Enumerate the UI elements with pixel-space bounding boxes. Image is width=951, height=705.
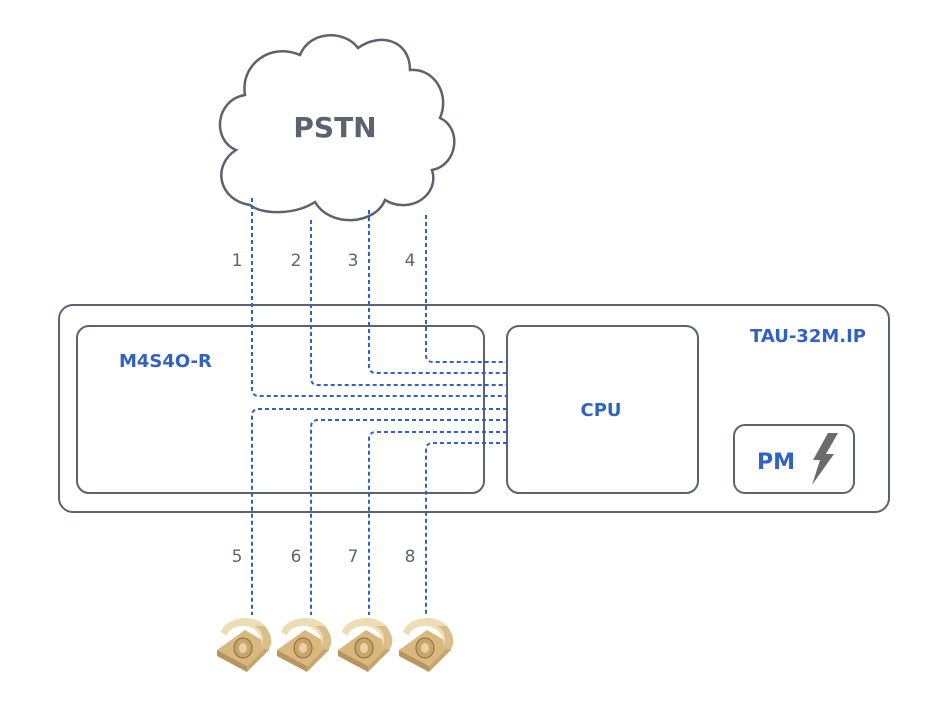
wire-line-7 — [368, 431, 507, 615]
wire-line-6 — [310, 419, 507, 615]
line-number-8: 8 — [405, 547, 416, 567]
line-number-6: 6 — [291, 547, 302, 567]
telephone-icon — [276, 617, 332, 673]
wire-line-8 — [425, 442, 507, 615]
telephone-icon — [216, 617, 272, 673]
pstn-cloud: PSTN — [218, 34, 456, 222]
module-label: M4S4O-R — [119, 351, 212, 372]
lightning-icon — [812, 433, 838, 485]
power-module-label: PM — [757, 450, 795, 475]
telephone-icon — [398, 617, 454, 673]
wire-line-2 — [310, 220, 507, 386]
line-number-3: 3 — [348, 251, 359, 271]
device-label: TAU-32M.IP — [750, 326, 866, 347]
line-number-1: 1 — [232, 251, 243, 271]
line-number-5: 5 — [232, 547, 243, 567]
wire-line-5 — [251, 408, 507, 615]
telephone-icon — [337, 617, 393, 673]
wire-line-4 — [425, 215, 507, 363]
cpu-label: CPU — [580, 400, 621, 421]
line-number-2: 2 — [291, 251, 302, 271]
wire-line-1 — [251, 198, 507, 397]
wire-line-3 — [368, 210, 507, 374]
line-number-7: 7 — [348, 547, 359, 567]
line-number-4: 4 — [405, 251, 416, 271]
pstn-label: PSTN — [293, 111, 376, 144]
